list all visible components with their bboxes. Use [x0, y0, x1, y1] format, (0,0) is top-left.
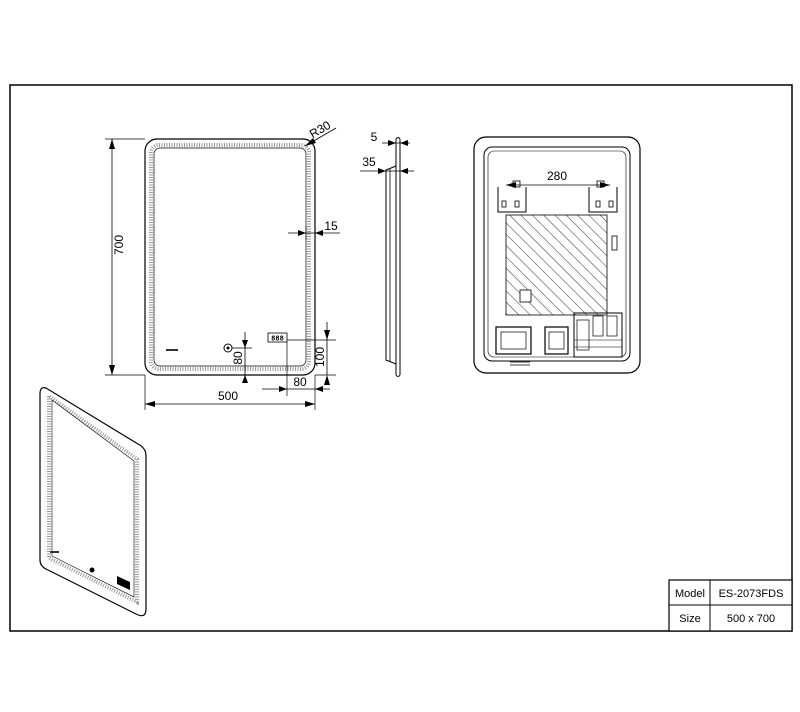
- bracket-spacing-dimension: 280: [547, 169, 567, 183]
- led-driver-box: [495, 326, 532, 355]
- model-value: ES-2073FDS: [719, 588, 784, 600]
- perspective-led-strip: [47, 392, 139, 606]
- title-block: Model ES-2073FDS Size 500 x 700: [668, 579, 793, 632]
- led-strip: [149, 143, 311, 371]
- size-value: 500 x 700: [727, 613, 775, 625]
- perspective-view: [39, 387, 147, 617]
- height-dimension: 700: [112, 235, 126, 255]
- rear-frame: [483, 146, 631, 362]
- width-dimension: 500: [218, 389, 238, 403]
- button-offset-v-dimension: 80: [231, 351, 245, 365]
- perspective-display: [117, 576, 130, 590]
- rear-outline: [473, 136, 641, 374]
- size-label: Size: [679, 613, 700, 625]
- border-dimension: 15: [324, 219, 338, 233]
- model-label: Model: [675, 588, 705, 600]
- control-box: [544, 326, 569, 355]
- perspective-logo: [50, 551, 59, 553]
- touch-button-center: [226, 346, 230, 350]
- side-clip: [611, 235, 618, 251]
- front-view: 888 700 500 R30 15 100: [105, 118, 340, 410]
- front-thickness-dimension: 5: [371, 130, 378, 144]
- side-view: 5 35: [360, 130, 414, 377]
- display-offset-h-dimension: 80: [293, 375, 307, 389]
- brand-logo: [166, 349, 178, 351]
- display-offset-v-dimension: 100: [313, 347, 327, 367]
- rear-view: 280: [473, 136, 641, 374]
- mirror-glass: [153, 147, 307, 367]
- perspective-outline: [39, 387, 147, 617]
- perspective-button: [89, 567, 95, 573]
- temperature-display: [267, 332, 288, 343]
- display-digits: 888: [271, 335, 284, 343]
- mirror-outline: [144, 138, 316, 376]
- drawing-frame: [9, 84, 793, 632]
- rear-inner-frame: [487, 150, 627, 358]
- label-sticker: [519, 289, 532, 303]
- depth-dimension: 35: [362, 155, 376, 169]
- connector-block: [573, 312, 623, 358]
